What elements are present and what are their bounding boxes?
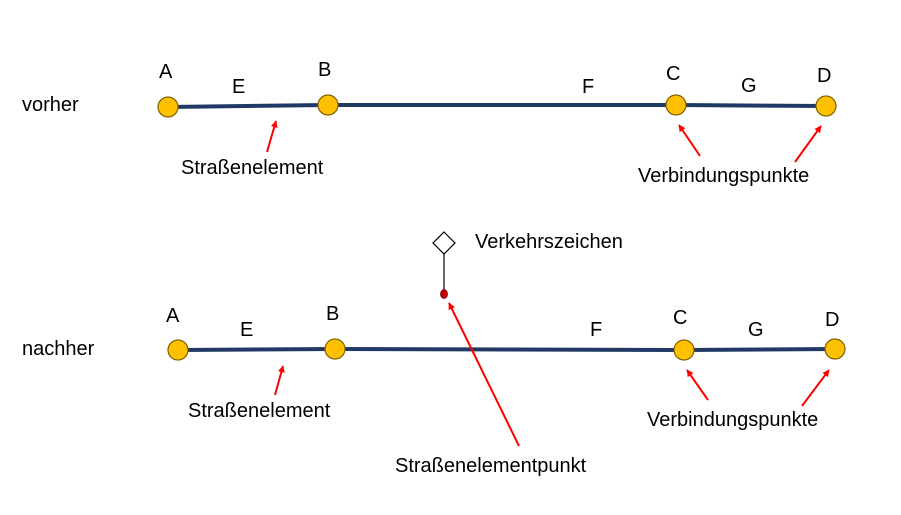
diamond-icon [432,231,456,255]
sign-label: Verkehrszeichen [475,231,623,253]
after-road-line [177,346,836,353]
after-node-c [673,339,695,361]
before-section: vorher A B C D E F G Straßenelement Verb… [22,59,837,187]
before-junction-label: Verbindungspunkte [638,165,809,187]
road-element-point [440,289,448,299]
before-node-b-label: B [318,59,331,81]
after-node-c-label: C [673,307,687,329]
after-junction-arrow-c [686,369,709,401]
after-node-b-label: B [326,303,339,325]
after-edge-e-label: E [240,319,253,341]
before-edge-f-label: F [582,76,594,98]
after-node-a [167,339,189,361]
after-element-arrow [274,365,285,396]
before-row-label: vorher [22,94,79,116]
before-node-a [157,96,179,118]
before-element-arrow [266,120,278,153]
after-element-label: Straßenelement [188,400,331,422]
before-element-label: Straßenelement [181,157,324,179]
before-node-d [815,95,837,117]
after-edge-f-label: F [590,319,602,341]
after-junction-arrow-d [801,369,830,407]
before-node-d-label: D [817,65,831,87]
after-junction-label: Verbindungspunkte [647,409,818,431]
before-node-b [317,94,339,116]
before-node-c [665,94,687,116]
after-row-label: nachher [22,338,95,360]
before-junction-arrow-d [794,125,822,163]
after-node-d-label: D [825,309,839,331]
after-section: nachher A B C D E F G Verkehrszeichen St… [22,231,846,477]
element-point-arrow [448,302,520,447]
after-node-a-label: A [166,305,180,327]
after-node-b [324,338,346,360]
before-edge-g-label: G [741,75,757,97]
before-node-a-label: A [159,61,173,83]
element-point-label: Straßenelementpunkt [395,455,587,477]
after-edge-g-label: G [748,319,764,341]
before-junction-arrow-c [678,124,701,157]
before-edge-e-label: E [232,76,245,98]
after-node-d [824,338,846,360]
before-road-line [167,103,827,109]
before-node-c-label: C [666,63,680,85]
